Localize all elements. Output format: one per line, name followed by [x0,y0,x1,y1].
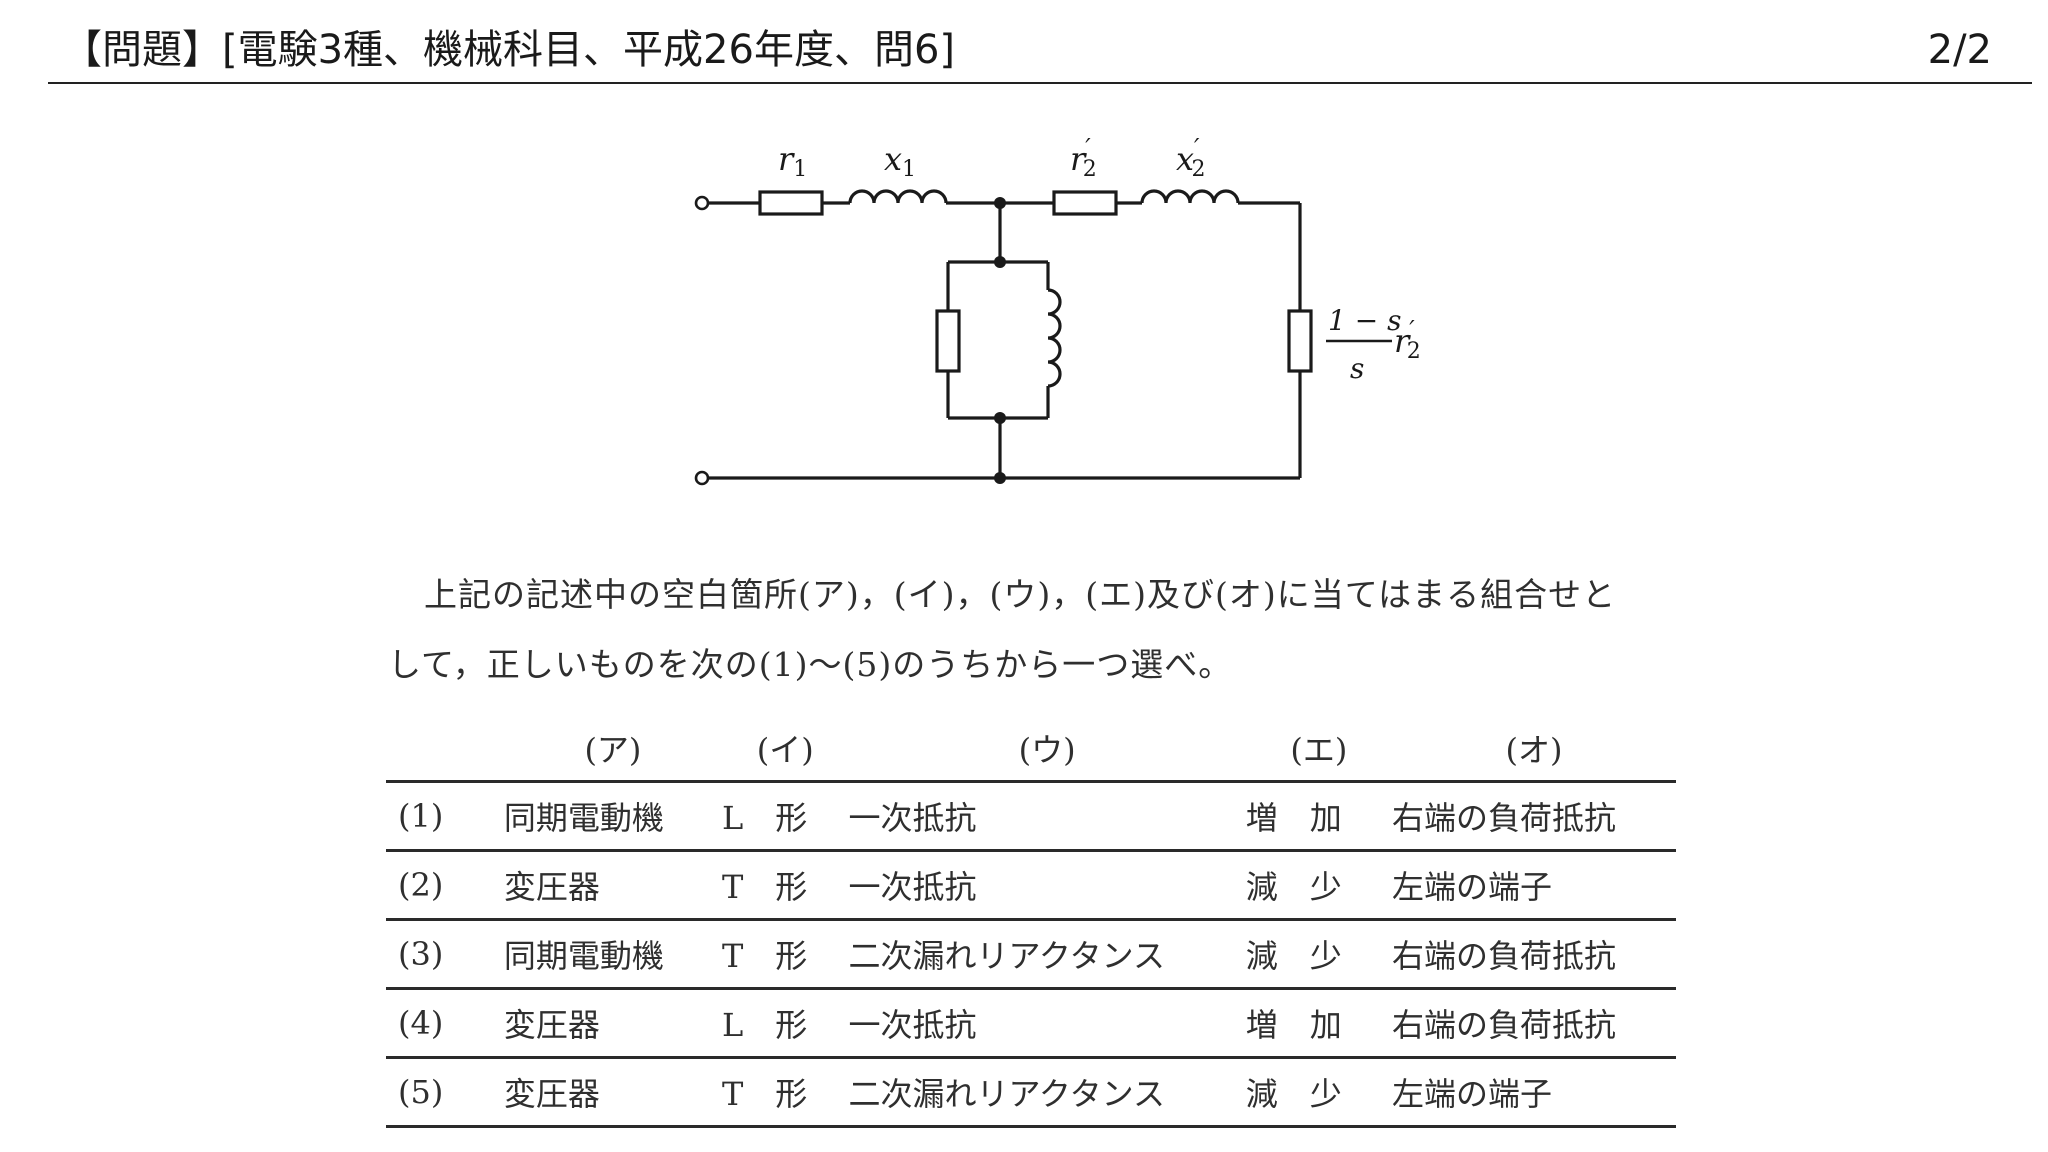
resistor-r1 [758,190,824,216]
cell-c: 一次抵抗 [848,850,1246,921]
choice-number: (5) [386,1057,504,1128]
cell-e: 右端の負荷抵抗 [1392,988,1676,1059]
column-header-b: (イ) [721,716,849,783]
column-header-c: (ウ) [848,716,1246,783]
table-row: (1) 同期電動機 L 形 一次抵抗 増 加 右端の負荷抵抗 [386,781,1676,852]
question-line-1: 上記の記述中の空白箇所(ア)，(イ)，(ウ)，(エ)及び(オ)に当てはまる組合せ… [424,575,1617,614]
cell-c: 一次抵抗 [848,781,1246,852]
cell-d: 減 少 [1245,919,1393,990]
junction-dot [994,412,1006,424]
column-header-e: (オ) [1392,716,1676,783]
column-header-a: (ア) [503,716,722,783]
question-line-2: して，正しいものを次の(1)～(5)のうちから一つ選べ。 [388,645,1233,684]
column-header-d: (エ) [1245,716,1393,783]
table-row: (5) 変圧器 T 形 二次漏れリアクタンス 減 少 左端の端子 [386,1057,1676,1128]
table-header-row: (ア) (イ) (ウ) (エ) (オ) [386,716,1676,783]
junction-dot [994,472,1006,484]
choice-number: (1) [386,781,504,852]
terminal-top-left [694,195,710,211]
cell-c: 一次抵抗 [848,988,1246,1059]
resistor-exciting-conductance [935,309,961,373]
cell-e: 右端の負荷抵抗 [1392,919,1676,990]
cell-b: L 形 [721,781,849,852]
label-x2-prime: x′2 [1176,134,1206,182]
inductor-x1 [848,189,948,204]
label-r1: r1 [778,140,807,182]
table-row: (2) 変圧器 T 形 一次抵抗 減 少 左端の端子 [386,850,1676,921]
label-load-r2-prime: r′2 [1394,316,1421,364]
cell-e: 左端の端子 [1392,1057,1676,1128]
label-x1: x1 [884,140,916,182]
cell-d: 増 加 [1245,781,1393,852]
cell-d: 減 少 [1245,850,1393,921]
choice-number: (3) [386,919,504,990]
page-title: 【問題】[電験3種、機械科目、平成26年度、問6] [62,27,956,73]
label-load-denominator: s [1350,352,1364,385]
choice-number: (2) [386,850,504,921]
label-load-numerator: 1 − s [1328,304,1401,337]
cell-d: 増 加 [1245,988,1393,1059]
cell-e: 右端の負荷抵抗 [1392,781,1676,852]
cell-a: 同期電動機 [503,781,722,852]
cell-e: 左端の端子 [1392,850,1676,921]
inductor-x2-prime [1140,189,1240,204]
header-divider [48,82,2032,84]
resistor-load [1287,309,1313,373]
cell-b: T 形 [721,919,849,990]
junction-dot [994,197,1006,209]
inductor-exciting-susceptance [1047,288,1062,388]
page-number: 2/2 [1927,27,1992,73]
cell-a: 変圧器 [503,1057,722,1128]
cell-a: 同期電動機 [503,919,722,990]
terminal-bottom-left [694,470,710,486]
cell-c: 二次漏れリアクタンス [848,919,1246,990]
cell-d: 減 少 [1245,1057,1393,1128]
cell-a: 変圧器 [503,850,722,921]
question-text: 上記の記述中の空白箇所(ア)，(イ)，(ウ)，(エ)及び(オ)に当てはまる組合せ… [388,560,1688,700]
equivalent-circuit-diagram: r1 x1 r′2 x′2 1 − s s r′2 [694,134,1421,486]
cell-b: L 形 [721,988,849,1059]
cell-b: T 形 [721,1057,849,1128]
table-row: (4) 変圧器 L 形 一次抵抗 増 加 右端の負荷抵抗 [386,988,1676,1059]
resistor-r2-prime [1052,190,1118,216]
cell-b: T 形 [721,850,849,921]
cell-a: 変圧器 [503,988,722,1059]
table-row: (3) 同期電動機 T 形 二次漏れリアクタンス 減 少 右端の負荷抵抗 [386,919,1676,990]
label-r2-prime: r′2 [1070,134,1097,182]
choice-number: (4) [386,988,504,1059]
cell-c: 二次漏れリアクタンス [848,1057,1246,1128]
answer-choices-table: (ア) (イ) (ウ) (エ) (オ) (1) 同期電動機 L 形 一次抵抗 増… [386,716,1676,1128]
column-header-number [386,716,504,783]
junction-dot [994,256,1006,268]
